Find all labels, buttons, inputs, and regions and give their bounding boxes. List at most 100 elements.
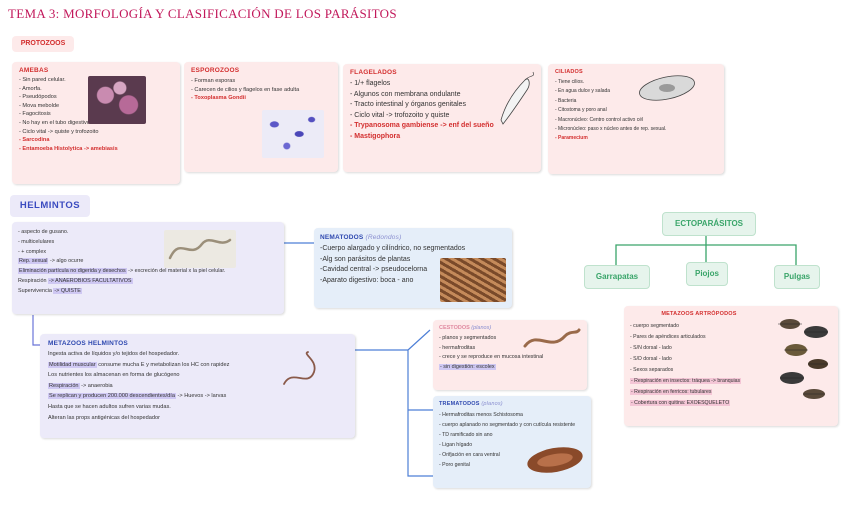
highlight-tag: -> QUISTE xyxy=(53,287,82,294)
list-item: - Citostoma y poro anal xyxy=(555,107,607,114)
nematodos-card: NEMATODOS (Redondos) -Cuerpo alargado y … xyxy=(314,228,512,308)
list-item: - + complex xyxy=(18,248,47,255)
tapeworm-image xyxy=(523,328,581,348)
list-item: Eliminación partícula no digerida y dese… xyxy=(18,267,225,277)
list-item: - Ciclo vital -> quiste y trofozoito xyxy=(19,128,99,135)
cestodos-lines: - planos y segmentados - hermafroditas -… xyxy=(439,334,543,372)
list-item: Respiración -> anaerobia xyxy=(48,381,229,392)
list-item: - TD ramificado sin ano xyxy=(439,432,493,438)
flagellate-image xyxy=(500,71,534,125)
esporozoos-lines: - Forman esporas - Carecen de cilios y f… xyxy=(191,77,299,103)
helmintos-lines: - aspecto de gusano. - multicelulares - … xyxy=(18,228,225,297)
highlight-tag: Rep. sexual xyxy=(18,258,49,265)
list-item: - planos y segmentados xyxy=(439,335,497,341)
list-item: Respiración -> ANAEROBIOS FACULTATIVOS xyxy=(18,277,225,287)
list-item: Supervivencia -> QUISTE xyxy=(18,287,225,297)
highlight-tag: Se replican y producen 200.000 descendie… xyxy=(48,393,176,400)
cestodos-subtitle: (planos) xyxy=(471,325,492,331)
list-item-text: consume mucha E y metabolizan los HC con… xyxy=(96,361,230,368)
list-item: -Cuerpo alargado y cilíndrico, no segmen… xyxy=(320,245,466,252)
metazoos-helmintos-lines: Ingesta activa de líquidos y/o tejidos d… xyxy=(48,349,229,423)
metazoos-artropodos-lines: - cuerpo segmentado - Pares de apéndices… xyxy=(630,321,742,409)
list-item: - cuerpo aplanado no segmentado y con cu… xyxy=(439,422,576,428)
list-item: - Entamoeba Histolytica -> amebiasis xyxy=(19,145,118,152)
list-item: - Paramecium xyxy=(555,135,588,142)
highlight-tag: Eliminación partícula no digerida y dese… xyxy=(18,268,127,275)
metazoos-artropodos-heading: METAZOOS ARTRÓPODOS xyxy=(661,311,737,317)
list-item: - aspecto de gusano. xyxy=(18,229,69,235)
amebas-lines: - Sin pared celular. - Amorfa. - Pseudóp… xyxy=(19,76,118,153)
list-item: - Forman esporas xyxy=(191,78,236,84)
toxoplasma-image xyxy=(262,110,324,158)
pulgas-label: Pulgas xyxy=(774,265,820,289)
cestodos-heading-row: CESTODOS (planos) xyxy=(439,325,491,331)
metazoos-helmintos-card: METAZOOS HELMINTOS Ingesta activa de líq… xyxy=(40,334,355,438)
list-item-text: -> Huevos -> larvas xyxy=(175,393,227,400)
cestodos-card: CESTODOS (planos) - planos y segmentados… xyxy=(433,320,587,390)
trematodos-lines: - Hermafroditas menos Schistosoma - cuer… xyxy=(439,410,575,470)
list-item-text: -> anaerobia xyxy=(79,382,113,389)
highlight-tag: - Cobertura con quitina: EXOESQUELETO xyxy=(630,400,731,406)
amebas-card: AMEBAS - Sin pared celular. - Amorfa. - … xyxy=(12,62,180,184)
nematodos-lines: -Cuerpo alargado y cilíndrico, no segmen… xyxy=(320,244,465,286)
list-item: - Amorfa. xyxy=(19,85,42,92)
list-item: - Carecen de cilios y flagelos en fase a… xyxy=(191,86,300,93)
list-item-text: -> excreción del material x la piel celu… xyxy=(126,268,226,275)
list-item: Rep. sexual -> algo ocurre xyxy=(18,257,225,267)
list-item: - Tracto intestinal y órganos genitales xyxy=(350,101,466,109)
list-item: - Micronúcleo: paso x núcleo antes de re… xyxy=(555,126,667,133)
nematodos-heading: NEMATODOS xyxy=(320,234,364,241)
list-item: Ingesta activa de líquidos y/o tejidos d… xyxy=(48,351,180,357)
list-item: - sin digestión: escolex xyxy=(439,363,543,373)
list-item: -Alg son parásitos de plantas xyxy=(320,255,411,263)
metazoos-artropodos-card: METAZOOS ARTRÓPODOS - cuerpo segmentado … xyxy=(624,306,838,426)
cestodos-heading: CESTODOS xyxy=(439,325,470,331)
ciliados-card: CILIADOS - Tiene cilios. - En agua dulce… xyxy=(548,64,724,174)
list-item: -Cavidad central -> pseudocelorna xyxy=(320,266,428,274)
arthropods-image xyxy=(778,319,828,399)
list-item: - Sin pared celular. xyxy=(19,77,66,83)
highlight-tag: - Respiración en ferricos: tubulares xyxy=(630,389,713,395)
list-item-text: Supervivencia xyxy=(18,287,52,294)
list-item: - No hay en el tubo digestivo xyxy=(19,119,90,126)
list-item: - Orifjación en cara ventral xyxy=(439,452,500,458)
nematodos-subtitle: (Redondos) xyxy=(365,234,402,241)
list-item: - Hermafroditas menos Schistosoma xyxy=(439,412,523,418)
list-item: - Macronúcleo: Centro control activo cél xyxy=(555,116,644,123)
list-item: - Sarcodina xyxy=(19,137,50,144)
list-item: - cuerpo segmentado xyxy=(630,323,680,329)
helmintos-label: HELMINTOS xyxy=(10,195,90,217)
list-item: -Aparato digestivo: boca - ano xyxy=(320,276,414,284)
list-item: Hasta que se hacen adultos sufren varias… xyxy=(48,403,171,410)
list-item: - En agua dulce y salada xyxy=(555,88,611,95)
list-item: - Fagocitosis xyxy=(19,111,51,118)
piojos-label: Piojos xyxy=(686,262,728,286)
list-item: - Ciclo vital -> trofozoito y quiste xyxy=(350,111,450,119)
list-item: - Mastigophora xyxy=(350,132,401,140)
list-item: - Ligan hígado xyxy=(439,442,473,448)
list-item: Motilidad muscular consume mucha E y met… xyxy=(48,360,229,371)
list-item: - Poro genital xyxy=(439,462,470,468)
nematode-image xyxy=(440,258,506,302)
list-item: - 1/+ flagelos xyxy=(350,80,391,87)
trematodos-card: TREMATODOS (planos) - Hermafroditas meno… xyxy=(433,396,591,488)
list-item: - Sexos separados xyxy=(630,367,674,373)
list-item: - Respiración en insectos: tráquea -> br… xyxy=(630,376,742,387)
highlight-tag: - Respiración en insectos: tráquea -> br… xyxy=(630,378,742,384)
nematodos-heading-row: NEMATODOS (Redondos) xyxy=(320,234,401,241)
page-title: TEMA 3: MORFOLOGÍA Y CLASIFICACIÓN DE LO… xyxy=(8,6,397,21)
garrapatas-label: Garrapatas xyxy=(584,265,650,289)
list-item: Alteran las props antigénicas del hosped… xyxy=(48,414,160,421)
ciliados-heading: CILIADOS xyxy=(555,69,583,75)
list-item: - crece y se reproduce en mucosa intesti… xyxy=(439,354,544,361)
list-item: - hermafroditas xyxy=(439,344,476,351)
paramecium-image xyxy=(639,75,695,101)
list-item: - Trypanosoma gambiense -> enf del sueño xyxy=(350,122,494,130)
flagelados-card: FLAGELADOS - 1/+ flagelos - Algunos con … xyxy=(343,64,541,172)
esporozoos-heading: ESPOROZOOS xyxy=(191,67,240,74)
list-item: - Pares de apéndices articulados xyxy=(630,334,706,340)
highlight-tag: -> ANAEROBIOS FACULTATIVOS xyxy=(47,277,133,284)
trematodos-heading: TREMATODOS xyxy=(439,401,480,407)
ectoparasitos-label: ECTOPARÁSITOS xyxy=(662,212,756,236)
